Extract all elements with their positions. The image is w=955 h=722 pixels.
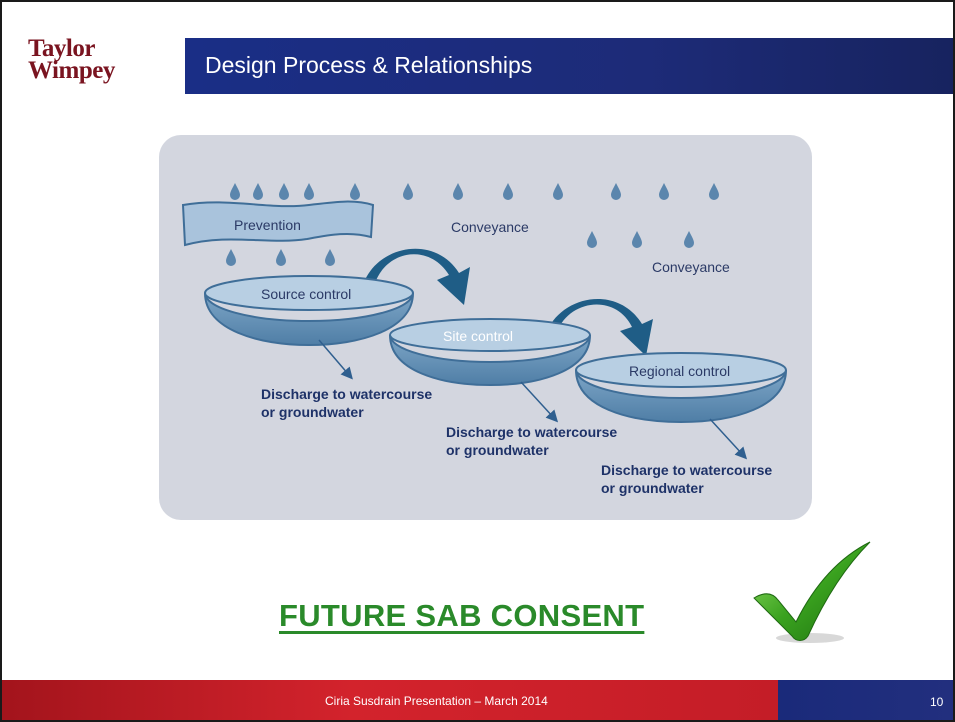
rain-drops-mid bbox=[587, 231, 694, 248]
prevention-banner bbox=[181, 200, 375, 247]
suds-diagram-svg: Prevention Conveyance Conveyance Source … bbox=[181, 183, 787, 496]
suds-diagram: Prevention Conveyance Conveyance Source … bbox=[159, 135, 812, 520]
discharge-label-1a: Discharge to watercourse bbox=[261, 386, 432, 402]
slide-title: Design Process & Relationships bbox=[205, 52, 533, 78]
logo-line-1: Taylor bbox=[28, 35, 95, 62]
discharge-label-2a: Discharge to watercourse bbox=[446, 424, 617, 440]
discharge-arrow-2 bbox=[520, 381, 559, 423]
logo-line-2: Wimpey bbox=[28, 57, 115, 84]
future-sab-consent: FUTURE SAB CONSENT bbox=[279, 598, 645, 633]
page-number: 10 bbox=[930, 695, 944, 709]
green-check-icon bbox=[750, 540, 880, 650]
regional-control-bowl bbox=[575, 352, 787, 424]
footer-blue-bar bbox=[778, 680, 953, 720]
prevention-label: Prevention bbox=[234, 217, 301, 233]
footer-text: Ciria Susdrain Presentation – March 2014 bbox=[325, 694, 548, 708]
conveyance-label-1: Conveyance bbox=[451, 219, 529, 235]
conveyance-label-2: Conveyance bbox=[652, 259, 730, 275]
rain-drops-top bbox=[230, 183, 719, 200]
discharge-label-2b: or groundwater bbox=[446, 442, 549, 458]
source-control-label: Source control bbox=[261, 286, 351, 302]
discharge-label-3a: Discharge to watercourse bbox=[601, 462, 772, 478]
taylor-wimpey-logo: Taylor Wimpey bbox=[28, 35, 158, 84]
site-control-bowl bbox=[389, 318, 591, 387]
discharge-label-3b: or groundwater bbox=[601, 480, 704, 496]
footer-red-bar bbox=[2, 680, 778, 720]
discharge-label-1b: or groundwater bbox=[261, 404, 364, 420]
flow-arrow-2 bbox=[547, 299, 653, 356]
source-control-bowl bbox=[204, 275, 414, 347]
site-control-label: Site control bbox=[443, 328, 513, 344]
discharge-arrow-1 bbox=[318, 339, 353, 380]
flow-arrow-1 bbox=[365, 248, 470, 305]
regional-control-label: Regional control bbox=[629, 363, 730, 379]
title-bar: Design Process & Relationships bbox=[185, 38, 953, 94]
rain-drops-under-prevention bbox=[226, 249, 335, 266]
discharge-arrow-3 bbox=[709, 418, 748, 460]
